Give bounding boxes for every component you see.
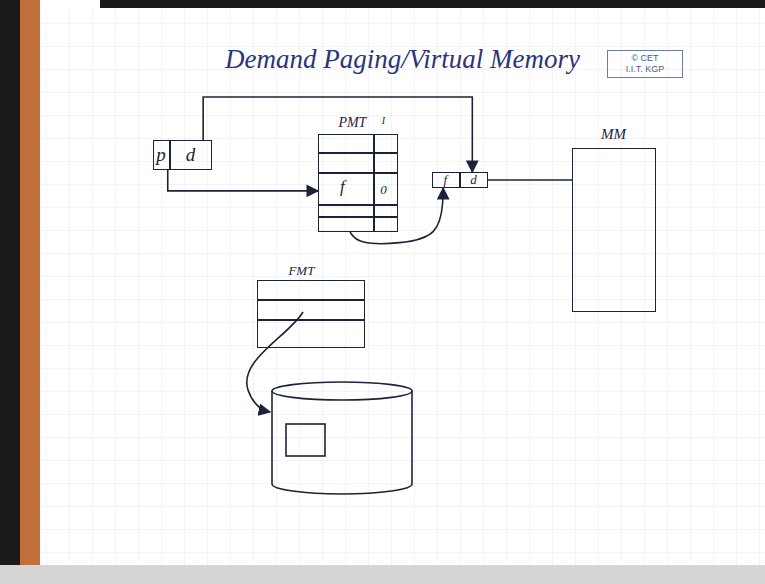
disk-block [286, 424, 325, 456]
disk-side [271, 391, 273, 484]
top-edge [100, 0, 765, 8]
title: Demand Paging/Virtual Memory [225, 44, 580, 75]
disk-symbol [272, 382, 412, 494]
node-text: PMT [338, 116, 366, 130]
page-map-table: PMTIf0 [318, 134, 398, 232]
left-strip [20, 0, 40, 565]
file-map-table: FMT [257, 280, 365, 348]
address-box: pd [153, 140, 212, 170]
node-text: d [470, 173, 477, 186]
cell-divider [169, 141, 171, 169]
grid [40, 8, 765, 565]
leader-line [247, 312, 303, 412]
connector [488, 179, 572, 181]
node-text: MM [601, 127, 626, 142]
connector [168, 170, 318, 191]
table-row-line [319, 152, 397, 154]
table-row-line [258, 319, 364, 321]
node-text: FMT [288, 264, 314, 277]
physical-address-box: fd [432, 172, 488, 188]
node-text: I [382, 116, 385, 126]
logo-text: I.I.T. KGP [611, 64, 679, 75]
bottom-edge [0, 565, 765, 584]
cell-divider [459, 173, 461, 187]
left-edge [0, 0, 20, 584]
logo-box: © CETI.I.T. KGP [607, 50, 683, 78]
disk-side [411, 391, 413, 484]
table-row-line [319, 172, 397, 174]
disk-top [272, 382, 412, 400]
disk-bottom [272, 484, 412, 494]
node-text: d [186, 145, 196, 164]
node-text: 0 [380, 183, 387, 196]
node-text: f [340, 178, 345, 195]
table-row-line [319, 216, 397, 218]
node-text: p [156, 145, 166, 164]
node-text: f [444, 173, 448, 186]
main-memory-box: MM [572, 148, 656, 312]
logo-text: © CET [611, 53, 679, 64]
table-row-line [319, 204, 397, 206]
table-row-line [258, 299, 364, 301]
